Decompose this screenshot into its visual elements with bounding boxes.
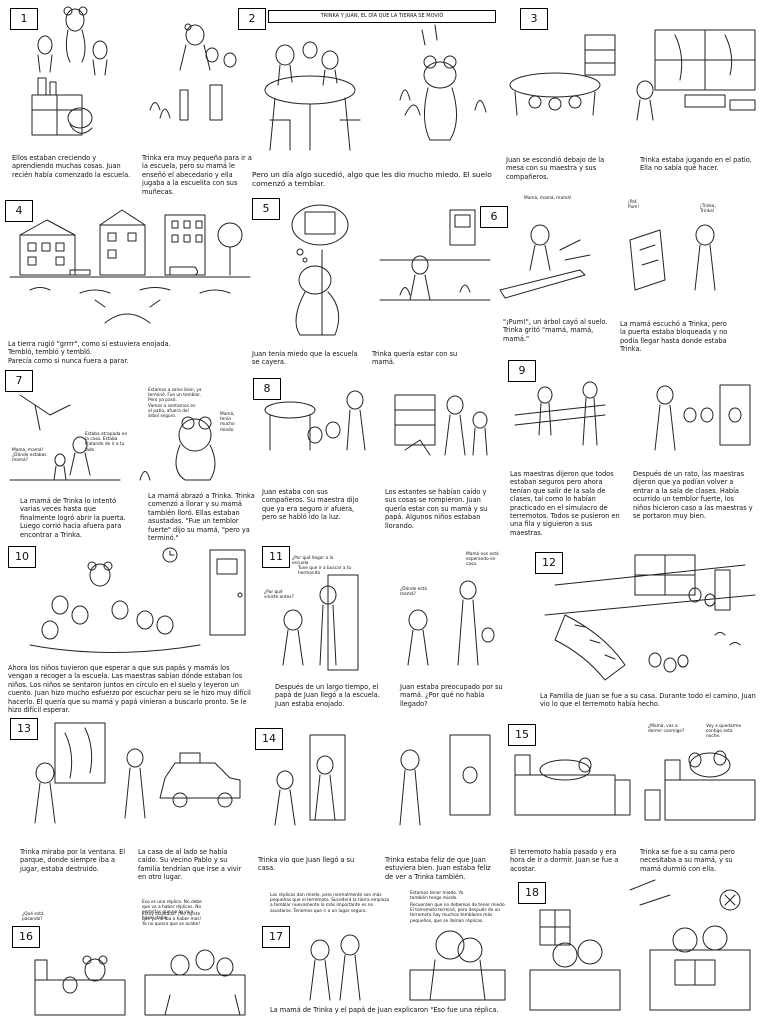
panel-number-1: 1 xyxy=(10,8,38,30)
panel-11-bubble-a: ¿Por qué llegar a la escuela xyxy=(292,556,334,567)
panel-13-illustration xyxy=(34,722,241,824)
panel-14-illustration xyxy=(274,734,491,826)
panel-8-caption-a: Juan estaba con sus compañeros. Su maest… xyxy=(262,488,359,522)
panel-number-18: 18 xyxy=(518,882,546,904)
panel-5-caption-a: Juan tenía miedo que la escuela se cayer… xyxy=(252,350,358,367)
panel-number-9: 9 xyxy=(508,360,536,382)
panel-17-bubble-c: Recuerden que no debemos de tener miedo.… xyxy=(410,903,506,924)
panel-number-6: 6 xyxy=(480,206,508,228)
panel-number-5: 5 xyxy=(252,198,280,220)
panel-17-caption: La mamá de Trinka y el papá de Juan expl… xyxy=(270,1006,499,1014)
panel-5-illustration xyxy=(291,204,491,336)
panel-4-illustration xyxy=(9,209,251,324)
panel-number-2: 2 xyxy=(238,8,266,30)
panel-11-illustration xyxy=(282,574,495,671)
panel-number-16: 16 xyxy=(12,926,40,948)
panel-16-bubble-a: ¿Qué está pasando? xyxy=(22,912,44,923)
panel-number-14: 14 xyxy=(255,728,283,750)
panel-13-caption-b: La casa de al lado se había caído. Su ve… xyxy=(138,848,242,882)
panel-5-caption-b: Trinka quería estar con su mamá. xyxy=(372,350,458,367)
panel-16-illustration xyxy=(34,949,246,1016)
panel-6-illustration xyxy=(499,224,716,299)
panel-11-bubble-c: ¿Por qué viniste antes? xyxy=(264,590,294,601)
panel-14-caption-a: Trinka vio que Juan llegó a su casa. xyxy=(258,856,355,873)
panel-7-caption-a: La mamá de Trinka lo intentó varias vece… xyxy=(20,497,126,539)
panel-number-11: 11 xyxy=(262,546,290,568)
panel-6-bubble-c: ¡Trinka, Trinka! xyxy=(700,204,716,215)
panel-15-caption-a: El terremoto había pasado y era hora de … xyxy=(510,848,619,873)
story-title: TRINKA Y JUAN, EL DÍA QUE LA TIERRA SE M… xyxy=(268,10,496,23)
panel-1-caption-a: Ellos estaban creciendo y aprendiendo mu… xyxy=(12,154,131,179)
panel-8-caption-b: Los estantes se habían caído y sus cosas… xyxy=(385,488,488,530)
panel-4-caption: La tierra rugió "grrrr", como si estuvie… xyxy=(8,340,171,365)
panel-number-15: 15 xyxy=(508,724,536,746)
panel-12-illustration xyxy=(544,554,756,681)
panel-17-illustration xyxy=(309,930,506,1001)
panel-9-illustration xyxy=(514,381,751,451)
panel-7-illustration xyxy=(9,394,216,481)
panel-14-caption-b: Trinka estaba feliz de que Juan estuvier… xyxy=(385,856,491,881)
panel-3-caption-b: Trinka estaba jugando en el patio. Ella … xyxy=(640,156,752,173)
panel-3-illustration xyxy=(509,29,756,121)
panel-3-caption-a: Juan se escondió debajo de la mesa con s… xyxy=(506,156,605,181)
panel-11-bubble-d: ¿Dónde está mamá? xyxy=(400,587,427,598)
panel-number-10: 10 xyxy=(8,546,36,568)
panel-7-caption-b: La mamá abrazó a Trinka. Trinka comenzó … xyxy=(148,492,255,543)
panel-7-bubble-b: Estaba atrapada en la casa. Estaba trata… xyxy=(85,432,128,453)
panel-number-13: 13 xyxy=(10,718,38,740)
panel-8-illustration xyxy=(264,390,488,456)
panel-12-caption: La Familia de Juan se fue a su casa. Dur… xyxy=(540,692,756,709)
panel-15-bubble-a: ¿Mamá, vas a dormir conmigo? xyxy=(648,724,685,735)
panel-11-caption-b: Juan estaba preocupado por su mamá. ¿Por… xyxy=(400,683,503,708)
panel-number-7: 7 xyxy=(5,370,33,392)
panel-7-bubble-e: Mamá, tenía mucho miedo xyxy=(220,412,235,433)
panel-6-bubble-b: ¡Paf, Pum! xyxy=(628,200,640,211)
panel-7-bubble-d: Vamos a sentarnos en el patio, afuera de… xyxy=(148,404,196,420)
panel-9-caption-a: Las maestras dijeron que todos estaban s… xyxy=(510,470,620,537)
panel-15-bubble-b: Voy a quedarme contigo esta noche. xyxy=(706,724,742,740)
panel-18-illustration xyxy=(529,879,751,1011)
panel-15-caption-b: Trinka se fue a su cama pero necesitaba … xyxy=(640,848,735,873)
panel-number-3: 3 xyxy=(520,8,548,30)
panel-17-bubble-b: Estamos tener miedo. Yo también tengo mi… xyxy=(410,891,464,902)
panel-6-bubble-a: Mamá, mamá, mamá! xyxy=(524,196,572,201)
panel-number-17: 17 xyxy=(262,926,290,948)
panel-7-bubble-c: Estamos a salvo bien, ya terminó. Fue un… xyxy=(148,388,202,404)
panel-1-caption-b: Trinka era muy pequeña para ir a la escu… xyxy=(142,154,252,196)
panel-number-12: 12 xyxy=(535,552,563,574)
panel-7-bubble-a: Mamá, mamá! ¿Dónde estabas mamá? xyxy=(12,448,47,464)
panel-6-caption-a: "¡Pum!", un árbol cayó al suelo. Trinka … xyxy=(503,318,608,343)
panel-10-caption: Ahora los niños tuvieron que esperar a q… xyxy=(8,664,251,715)
panel-2-caption: Pero un día algo sucedió, algo que les d… xyxy=(252,170,492,189)
panel-16-bubble-c: Estoy asustada! ¡Me dijiste que ya no ib… xyxy=(142,912,202,928)
panel-number-8: 8 xyxy=(253,378,281,400)
panel-16-bubble-b: Eso es una réplica. No debe que va a hab… xyxy=(142,900,202,921)
panel-1-illustration xyxy=(31,6,237,136)
panel-11-bubble-b: Tuve que ir a buscar a tu hermanito xyxy=(298,566,352,577)
panel-10-illustration xyxy=(29,547,246,653)
panel-17-bubble-a: Las réplicas dan miedo, pero normalmente… xyxy=(270,893,390,914)
panel-2-illustration xyxy=(264,24,487,151)
panel-9-caption-b: Después de un rato, las maestras dijeron… xyxy=(633,470,753,521)
panel-number-4: 4 xyxy=(5,200,33,222)
panel-13-caption-a: Trinka miraba por la ventana. El parque,… xyxy=(20,848,126,873)
panel-11-caption-a: Después de un largo tiempo, el papá de J… xyxy=(275,683,380,708)
panel-15-illustration xyxy=(514,750,756,821)
panel-6-caption-b: La mamá escuchó a Trinka, pero la puerta… xyxy=(620,320,728,354)
panel-11-bubble-e: Mamá nos está esperando en casa. xyxy=(466,552,499,568)
